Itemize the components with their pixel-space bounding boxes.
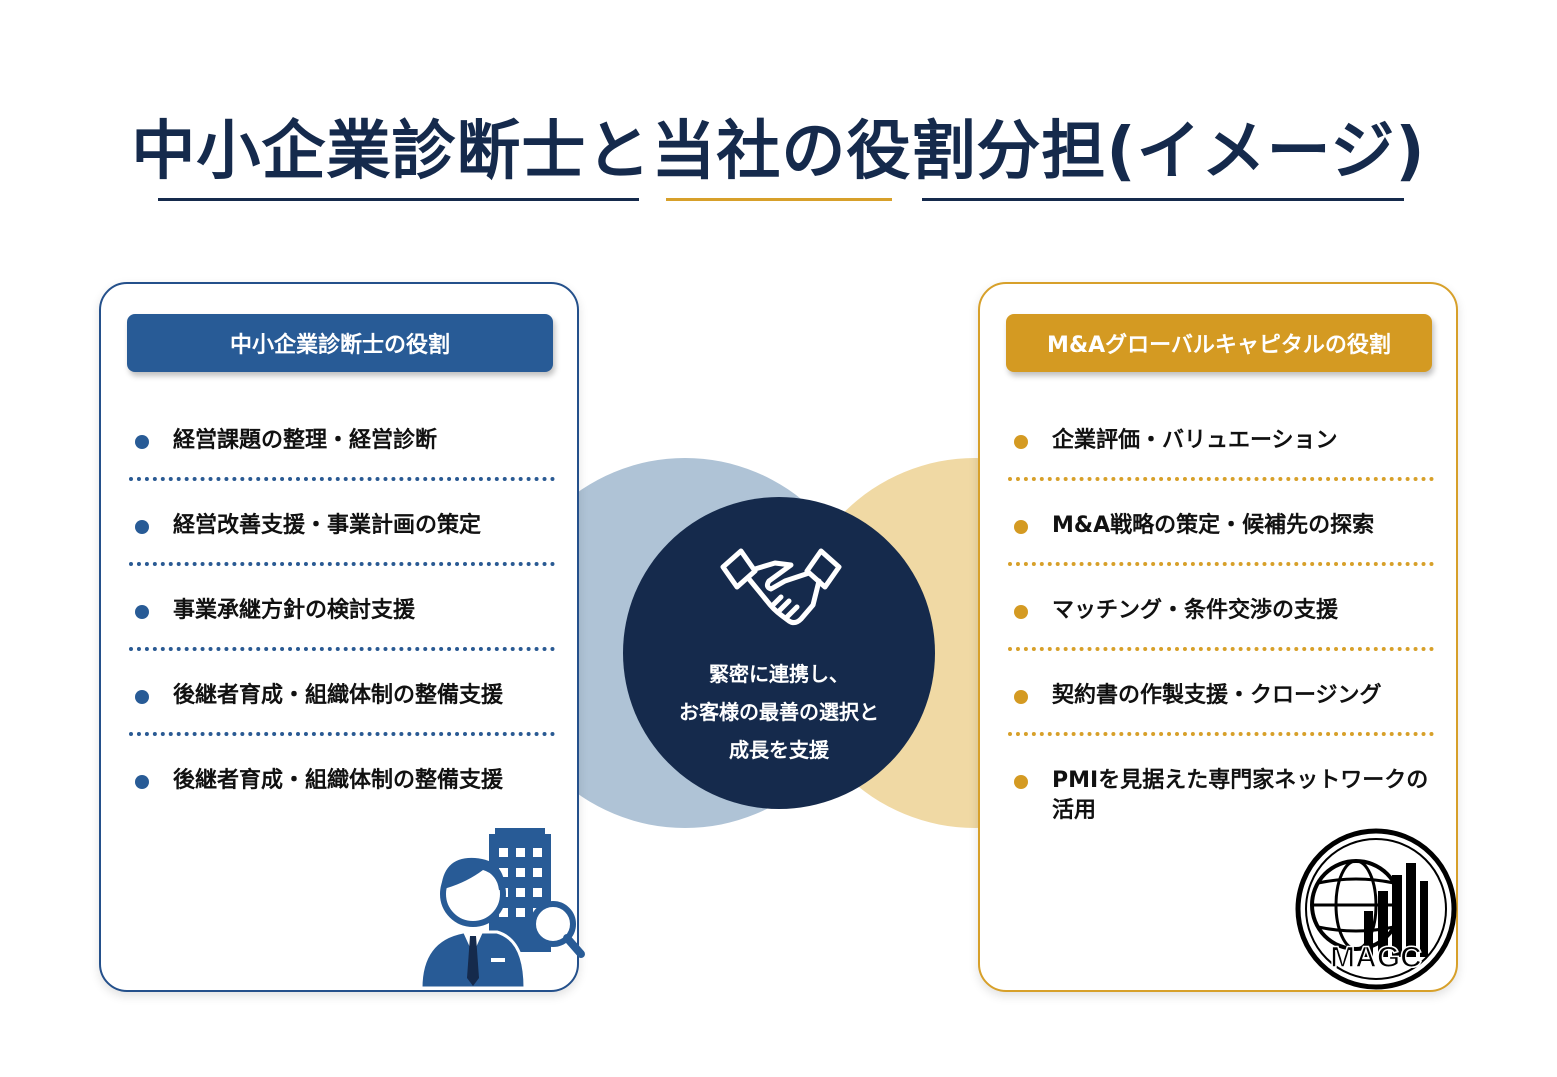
handshake-icon [720,548,842,626]
bullet-icon [1014,435,1028,449]
collaboration-line-2: お客様の最善の選択と [679,700,879,724]
bullet-icon [1014,605,1028,619]
title-rule-left [158,198,639,201]
title-rule-right [922,198,1404,201]
list-item-text: 後継者育成・組織体制の整備支援 [173,683,504,708]
list-item: PMIを見据えた専門家ネットワークの活用 [1008,736,1434,823]
page-title: 中小企業診断士と当社の役割分担(イメージ) [131,115,1426,189]
list-item-text: M&A戦略の策定・候補先の探索 [1052,513,1375,538]
bullet-icon [135,690,149,704]
bullet-icon [135,520,149,534]
company-role-panel: M&Aグローバルキャピタルの役割 企業評価・バリュエーション M&A戦略の策定・… [978,282,1458,992]
list-item-text: 経営改善支援・事業計画の策定 [173,513,482,538]
list-item: 企業評価・バリュエーション [1008,396,1434,481]
list-item: 後継者育成・組織体制の整備支援 [129,651,555,736]
collaboration-line-3: 成長を支援 [729,738,829,762]
list-item-text: PMIを見据えた専門家ネットワークの活用 [1052,768,1429,823]
bullet-icon [135,775,149,789]
list-item-text: 契約書の作製支援・クロージング [1052,683,1382,708]
list-item: マッチング・条件交渉の支援 [1008,566,1434,651]
list-item-text: 企業評価・バリュエーション [1052,428,1338,453]
bullet-icon [1014,690,1028,704]
consultant-role-header: 中小企業診断士の役割 [127,314,553,372]
list-item: 経営課題の整理・経営診断 [129,396,555,481]
company-role-list: 企業評価・バリュエーション M&A戦略の策定・候補先の探索 マッチング・条件交渉… [1008,396,1434,823]
collaboration-line-1: 緊密に連携し、 [709,662,849,686]
bullet-icon [135,435,149,449]
logo-text: MAGC [1330,941,1422,974]
list-item-text: 事業承継方針の検討支援 [173,598,416,623]
list-item: 経営改善支援・事業計画の策定 [129,481,555,566]
collaboration-circle: 緊密に連携し、 お客様の最善の選択と 成長を支援 [623,497,935,809]
consultant-role-list: 経営課題の整理・経営診断 経営改善支援・事業計画の策定 事業承継方針の検討支援 … [129,396,555,821]
list-item-text: マッチング・条件交渉の支援 [1052,598,1339,623]
company-role-header: M&Aグローバルキャピタルの役割 [1006,314,1432,372]
list-item: M&A戦略の策定・候補先の探索 [1008,481,1434,566]
list-item-text: 経営課題の整理・経営診断 [173,428,438,453]
consultant-building-magnifier-icon [419,828,585,988]
title-rule-center [666,198,892,201]
collaboration-text: 緊密に連携し、 お客様の最善の選択と 成長を支援 [623,655,935,769]
consultant-role-panel: 中小企業診断士の役割 経営課題の整理・経営診断 経営改善支援・事業計画の策定 事… [99,282,585,992]
list-item: 事業承継方針の検討支援 [129,566,555,651]
magc-logo: MAGC [1295,828,1457,990]
bullet-icon [135,605,149,619]
bullet-icon [1014,520,1028,534]
bullet-icon [1014,775,1028,789]
list-item: 契約書の作製支援・クロージング [1008,651,1434,736]
list-item-text: 後継者育成・組織体制の整備支援 [173,768,504,793]
list-item: 後継者育成・組織体制の整備支援 [129,736,555,821]
